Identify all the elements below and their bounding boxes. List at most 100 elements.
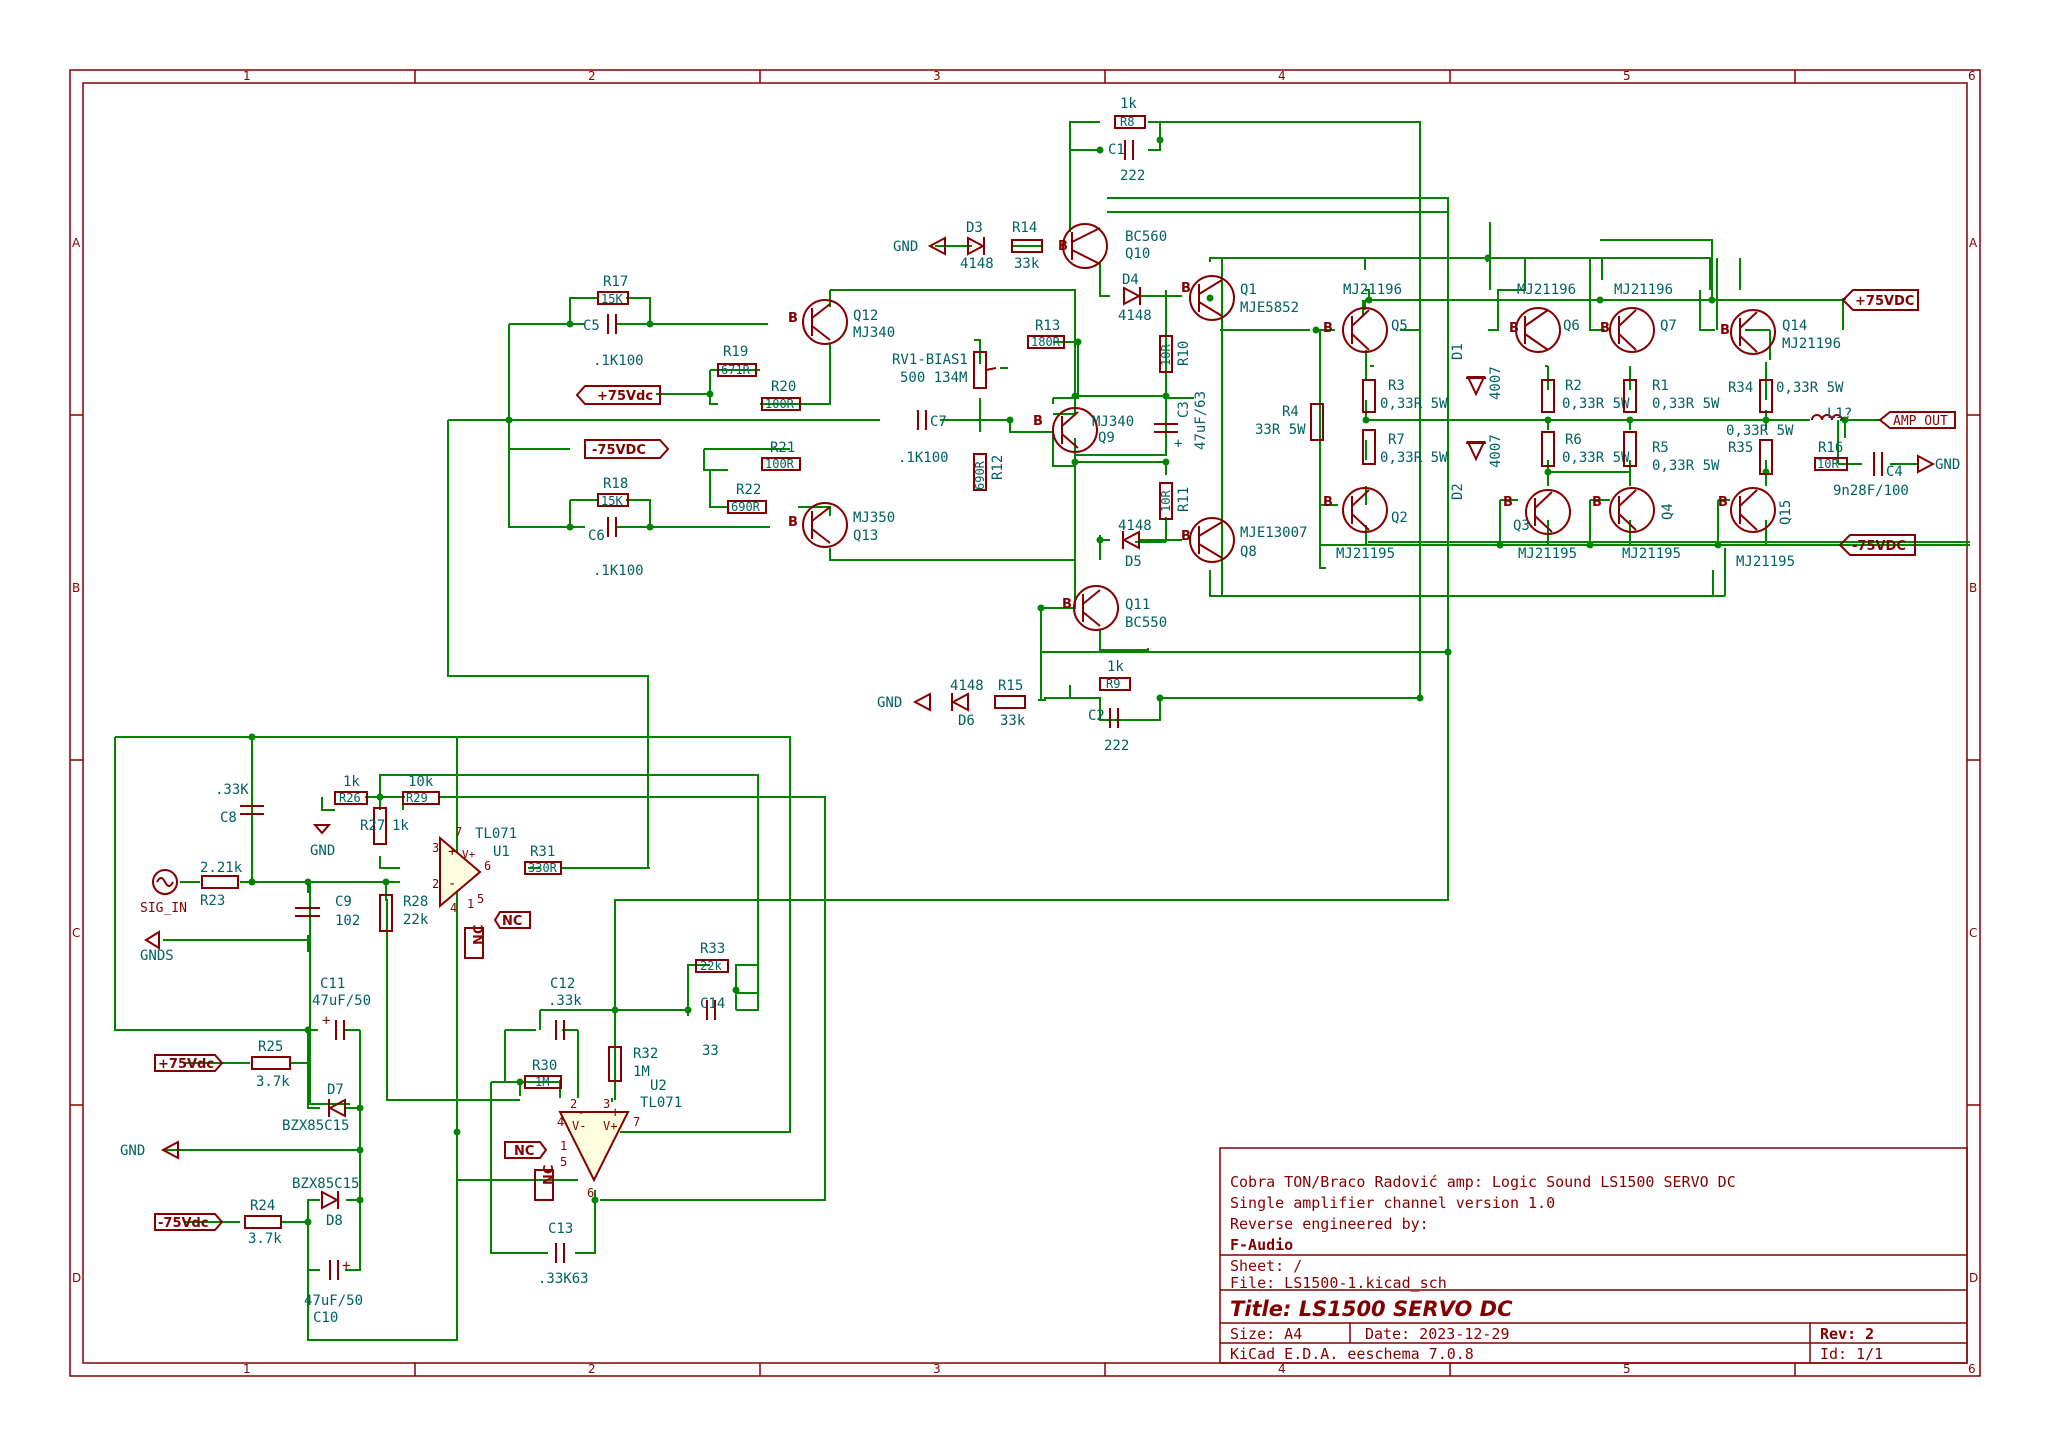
- resistor-r28: R28 22k: [379, 894, 429, 932]
- svg-text:R28: R28: [403, 894, 428, 910]
- transistor-q5: B MJ21196 Q5: [1323, 282, 1408, 353]
- junctions: [248, 136, 1849, 1226]
- diode-d2: D2 4007: [1450, 434, 1504, 500]
- svg-text:Q7: Q7: [1660, 318, 1677, 334]
- svg-text:B: B: [788, 311, 798, 326]
- svg-text:2: 2: [570, 1097, 577, 1111]
- resistor-r21: R21 100R: [761, 440, 801, 471]
- svg-text:B: B: [1181, 281, 1191, 296]
- opamp-u2: V- V+ 2 3 4 7 1 5 6 - + U2 TL071: [557, 1078, 682, 1200]
- svg-text:B: B: [788, 515, 798, 530]
- tb-line3: Reverse engineered by:: [1230, 1215, 1429, 1233]
- svg-text:B: B: [1323, 495, 1333, 510]
- svg-text:0,33R 5W: 0,33R 5W: [1562, 450, 1630, 466]
- svg-text:47uF/50: 47uF/50: [312, 993, 371, 1009]
- svg-text:NC: NC: [472, 925, 487, 945]
- svg-text:0,33R 5W: 0,33R 5W: [1562, 396, 1630, 412]
- svg-text:0,33R 5W: 0,33R 5W: [1380, 450, 1448, 466]
- svg-text:MJ340: MJ340: [853, 325, 895, 341]
- svg-text:222: 222: [1120, 168, 1145, 184]
- svg-text:-: -: [448, 876, 456, 892]
- svg-text:R15: R15: [998, 678, 1023, 694]
- svg-text:1k: 1k: [392, 818, 409, 834]
- signal-source-sig-in[interactable]: SIG_IN: [140, 869, 187, 916]
- resistor-r15: R15 33k: [994, 678, 1026, 729]
- resistor-r8: 1k R8: [1114, 96, 1146, 129]
- svg-text:D5: D5: [1125, 554, 1142, 570]
- svg-text:R21: R21: [770, 440, 795, 456]
- svg-text:GND: GND: [893, 239, 918, 255]
- svg-text:R7: R7: [1388, 432, 1405, 448]
- svg-text:500 134M: 500 134M: [900, 370, 967, 386]
- opamp-u1: 3 2 + - V+ 6 7 4 1 5 TL071 U1: [432, 825, 517, 915]
- svg-text:33: 33: [702, 1043, 719, 1059]
- svg-text:R12: R12: [990, 455, 1006, 480]
- svg-text:MJE5852: MJE5852: [1240, 300, 1299, 316]
- svg-text:MJ21195: MJ21195: [1736, 554, 1795, 570]
- svg-text:R34: R34: [1728, 380, 1753, 396]
- resistor-r27: R27 1k: [360, 807, 409, 845]
- grid-col-5-top: 5: [1623, 69, 1631, 83]
- svg-text:GND: GND: [120, 1143, 145, 1159]
- svg-text:47uF/50: 47uF/50: [304, 1293, 363, 1309]
- tb-sheet: Sheet: /: [1230, 1257, 1302, 1275]
- svg-text:0,33R 5W: 0,33R 5W: [1652, 396, 1720, 412]
- transistor-q9: B MJ340 Q9: [1033, 407, 1134, 453]
- svg-text:B: B: [1720, 323, 1730, 338]
- svg-text:+75Vdc: +75Vdc: [158, 1057, 214, 1072]
- svg-text:100R: 100R: [765, 457, 795, 471]
- svg-text:690R: 690R: [973, 460, 987, 490]
- power-label-pos75vdc-rail: +75VDC: [1841, 289, 1919, 311]
- svg-text:C8: C8: [220, 810, 237, 826]
- svg-text:1M: 1M: [535, 1075, 549, 1089]
- svg-text:B: B: [1718, 495, 1728, 510]
- svg-text:2.21k: 2.21k: [200, 860, 243, 876]
- svg-text:R9: R9: [1106, 677, 1120, 691]
- grid-row-b-left: B: [72, 581, 80, 595]
- resistor-r17: R17 15K: [597, 274, 629, 306]
- svg-text:R13: R13: [1035, 318, 1060, 334]
- tb-line1: Cobra TON/Braco Radović amp: Logic Sound…: [1230, 1173, 1736, 1191]
- svg-text:671R: 671R: [721, 363, 751, 377]
- svg-text:-75VDC: -75VDC: [592, 443, 646, 458]
- svg-text:5: 5: [560, 1155, 567, 1169]
- svg-text:4007: 4007: [1488, 434, 1504, 468]
- resistor-r2: R2 0,33R 5W: [1541, 378, 1630, 413]
- svg-text:4: 4: [450, 901, 457, 915]
- svg-text:GND: GND: [877, 695, 902, 711]
- resistor-r7: R7 0,33R 5W: [1362, 429, 1448, 466]
- gnd-symbol-supply: GND: [120, 1140, 179, 1160]
- svg-text:.33k: .33k: [548, 993, 582, 1009]
- svg-text:1: 1: [467, 897, 474, 911]
- svg-text:SIG_IN: SIG_IN: [140, 901, 187, 916]
- svg-text:33k: 33k: [1000, 713, 1026, 729]
- svg-text:B: B: [1058, 239, 1068, 254]
- net-label-nc-u2-b: NC: [534, 1165, 557, 1201]
- svg-text:+75VDC: +75VDC: [1855, 294, 1914, 309]
- grid-col-2-top: 2: [588, 69, 596, 83]
- svg-text:BC550: BC550: [1125, 615, 1167, 631]
- svg-text:10k: 10k: [408, 774, 434, 790]
- capacitor-c10: + 47uF/50 C10: [304, 1258, 363, 1326]
- svg-text:MJ340: MJ340: [1092, 414, 1134, 430]
- grid-row-c-right: C: [1969, 926, 1977, 940]
- transistor-q3: B Q3 MJ21195: [1503, 489, 1577, 562]
- svg-text:4148: 4148: [950, 678, 984, 694]
- svg-text:.1K100: .1K100: [593, 353, 644, 369]
- capacitor-c14: C14 33: [700, 996, 725, 1059]
- svg-text:B: B: [1600, 321, 1610, 336]
- svg-text:R3: R3: [1388, 378, 1405, 394]
- svg-text:2: 2: [432, 877, 439, 891]
- svg-text:6: 6: [587, 1186, 594, 1200]
- svg-text:TL071: TL071: [475, 826, 517, 842]
- svg-text:+: +: [611, 1105, 619, 1121]
- capacitor-c9: C9 102: [295, 894, 360, 929]
- tb-line4: F-Audio: [1230, 1236, 1293, 1254]
- gnd-symbol-d6: GND: [877, 692, 931, 712]
- resistor-r11: R11 10R: [1159, 482, 1192, 520]
- svg-text:C4: C4: [1886, 464, 1903, 480]
- resistor-r34: R34 0,33R 5W: [1728, 379, 1844, 413]
- inductor-l1: L1?: [1811, 406, 1852, 422]
- power-label-neg75vdc-rail: -75VDC: [1838, 534, 1916, 556]
- svg-text:R20: R20: [771, 379, 796, 395]
